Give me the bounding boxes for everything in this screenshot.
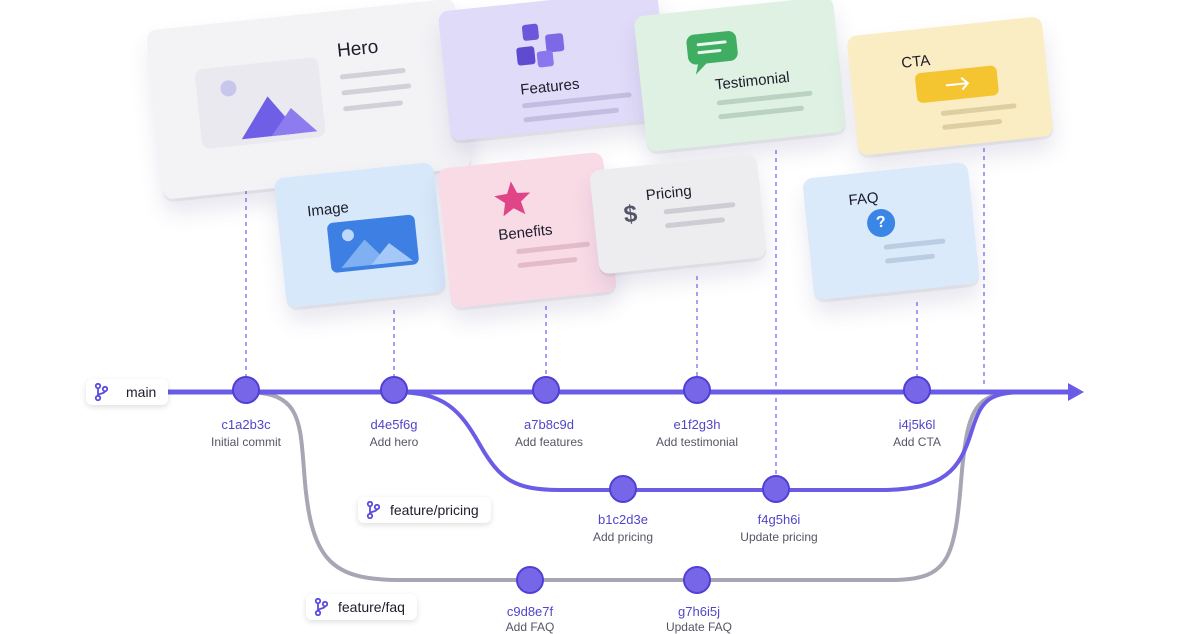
card-cta[interactable]: CTA [846, 16, 1054, 156]
text-line [341, 83, 412, 96]
git-branch-icon [366, 501, 380, 519]
card-title: Image [306, 199, 350, 221]
text-line [523, 107, 620, 123]
commit-dot [232, 376, 260, 404]
commit-dot [516, 566, 544, 594]
commit-dot [532, 376, 560, 404]
commit-message: Add testimonial [655, 435, 739, 449]
text-line [718, 105, 805, 120]
card-faq[interactable]: FAQ ? [802, 161, 980, 301]
card-testimonial[interactable]: Testimonial [633, 0, 847, 153]
branch-name: feature/faq [338, 599, 405, 615]
git-branch-icon [94, 383, 108, 401]
branch-name: main [126, 384, 157, 400]
commit-message: Initial commit [210, 435, 281, 449]
text-line [517, 256, 578, 269]
branch-line-feature-pricing [392, 390, 1032, 492]
branch-label-feature-faq[interactable]: feature/faq [306, 594, 417, 620]
commit-hash[interactable]: c9d8e7f [506, 604, 554, 619]
branch-name: feature/pricing [390, 502, 479, 518]
commit-message: Update pricing [740, 530, 818, 544]
text-line [884, 253, 936, 264]
chat-bubble-icon [681, 26, 745, 78]
commit-hash[interactable]: d4e5f6g [370, 417, 418, 432]
card-pricing[interactable]: $ Pricing [589, 153, 767, 275]
card-image[interactable]: Image [273, 161, 447, 309]
text-line [663, 201, 736, 215]
branch-label-main[interactable]: main [86, 379, 169, 405]
commit-hash[interactable]: b1c2d3e [598, 512, 648, 527]
branch-line-feature-faq [244, 390, 1022, 582]
card-benefits[interactable]: Benefits [437, 151, 617, 309]
image-icon [326, 214, 420, 274]
commit-hash[interactable]: c1a2b3c [221, 417, 271, 432]
commit-message: Add pricing [592, 530, 654, 544]
main-arrowhead [1068, 383, 1084, 401]
commit-hash[interactable]: g7h6i5j [678, 604, 720, 619]
commit-hash[interactable]: e1f2g3h [673, 417, 721, 432]
text-line [339, 67, 406, 80]
commit-dot [380, 376, 408, 404]
cubes-icon [510, 18, 579, 76]
commit-hash[interactable]: i4j5k6l [898, 417, 936, 432]
text-line [664, 217, 726, 229]
question-icon: ? [865, 207, 897, 239]
card-title: Pricing [645, 182, 693, 205]
commit-dot [683, 376, 711, 404]
image-mountain-icon [194, 56, 327, 150]
commit-message: Add features [514, 435, 584, 449]
text-line [883, 238, 946, 250]
commit-message: Add hero [369, 435, 419, 449]
text-line [716, 90, 813, 106]
arrow-button-icon [914, 65, 1000, 104]
card-features[interactable]: Features [437, 0, 671, 142]
commit-dot [609, 475, 637, 503]
text-line [515, 241, 591, 255]
commit-message: Add FAQ [505, 620, 555, 634]
card-hero[interactable]: Hero [145, 0, 473, 200]
commit-dot [903, 376, 931, 404]
commit-hash[interactable]: f4g5h6i [757, 512, 801, 527]
commit-dot [762, 475, 790, 503]
text-line [342, 100, 404, 112]
commit-hash[interactable]: a7b8c9d [524, 417, 574, 432]
card-title: Hero [336, 36, 380, 62]
commit-dot [683, 566, 711, 594]
commit-message: Add CTA [893, 435, 941, 449]
git-branch-icon [314, 598, 328, 616]
card-title: Benefits [497, 221, 554, 244]
commit-message: Update FAQ [665, 620, 733, 634]
card-title: FAQ [847, 189, 880, 210]
card-title: CTA [900, 51, 931, 72]
card-title: Features [519, 75, 581, 99]
star-icon [491, 177, 535, 219]
dollar-icon: $ [622, 200, 639, 229]
branch-label-feature-pricing[interactable]: feature/pricing [358, 497, 491, 523]
text-line [942, 118, 1003, 131]
text-line [940, 103, 1017, 117]
